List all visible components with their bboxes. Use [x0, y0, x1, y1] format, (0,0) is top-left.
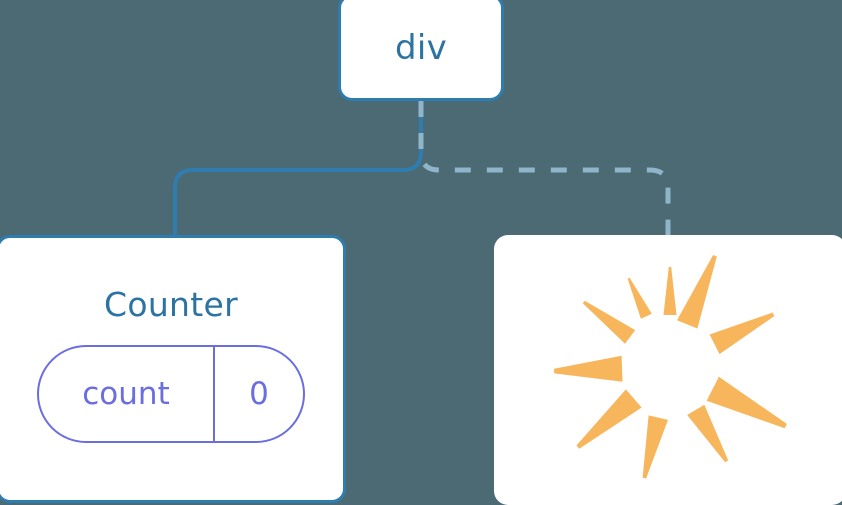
state-pill-divider: [213, 347, 215, 441]
burst-ray-8: [706, 376, 787, 429]
node-burst[interactable]: [494, 235, 842, 505]
burst-ray-1: [663, 267, 677, 315]
burst-ray-4: [554, 355, 623, 382]
node-div[interactable]: div: [338, 0, 504, 101]
burst-ray-0: [677, 255, 717, 329]
node-counter[interactable]: Counter count 0: [0, 235, 346, 503]
burst-ray-9: [709, 312, 775, 355]
burst-ray-7: [687, 404, 729, 463]
burst-ray-2: [627, 277, 652, 319]
edge-div-to-counter: [173, 99, 423, 240]
state-pill-key: count: [82, 375, 170, 412]
node-div-label: div: [394, 27, 448, 68]
edge-div-to-burst: [418, 101, 671, 238]
node-counter-label: Counter: [104, 285, 238, 324]
state-pill-count[interactable]: count 0: [37, 345, 305, 443]
burst-ray-5: [576, 389, 642, 449]
burst-ray-3: [582, 300, 636, 344]
burst-sparkle-icon: [554, 255, 787, 479]
burst-ray-6: [642, 415, 668, 479]
state-pill-value: 0: [249, 375, 269, 412]
